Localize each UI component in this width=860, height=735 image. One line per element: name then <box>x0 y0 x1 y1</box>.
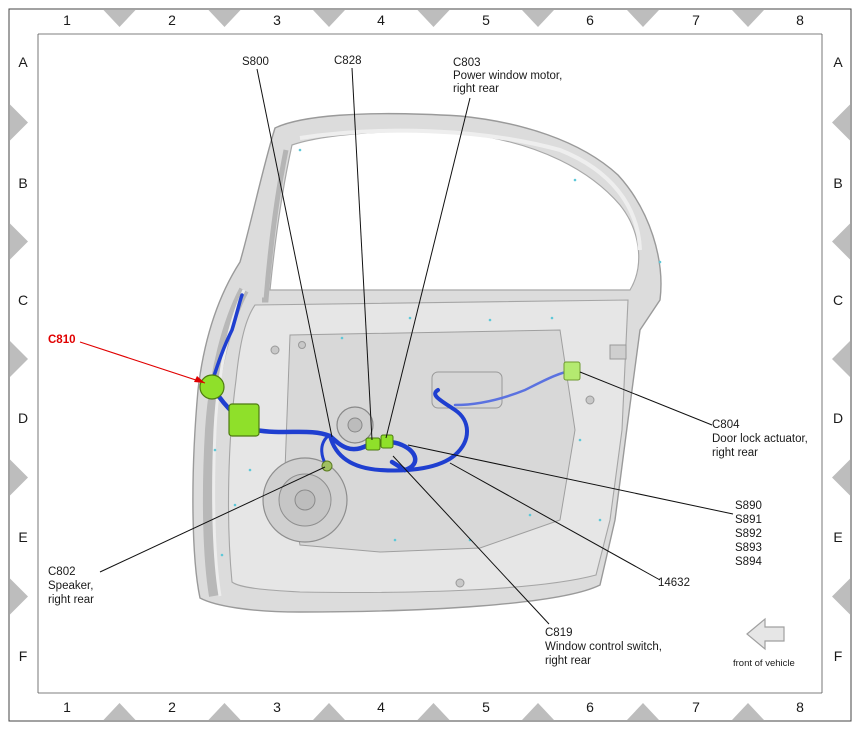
leader-c810-arrowhead <box>194 376 205 383</box>
grid-marker-left <box>10 578 28 615</box>
connector-c828 <box>365 437 381 451</box>
grid-marker-left <box>10 459 28 496</box>
left-arrow-icon <box>746 617 785 651</box>
grid-marker-bottom <box>208 703 241 720</box>
grid-row-label-left: B <box>18 175 27 191</box>
leader-c810 <box>79 341 206 384</box>
grid-col-label-top: 8 <box>796 12 804 28</box>
grid-marker-right <box>832 459 850 496</box>
grid-marker-bottom <box>522 703 554 720</box>
connectors <box>199 361 581 472</box>
grid-marker-top <box>103 10 136 27</box>
grid-col-label-bottom: 7 <box>692 699 700 715</box>
label-harness-14632: 14632 <box>658 577 690 589</box>
label-c804-desc: Door lock actuator, <box>712 433 808 445</box>
grid-row-label-left: A <box>18 54 28 70</box>
grid-marker-top <box>417 10 450 27</box>
connector-c803 <box>380 434 394 449</box>
grid-row-label-right: B <box>833 175 842 191</box>
grid-marker-top <box>627 10 659 27</box>
label-c802-loc: right rear <box>48 594 94 606</box>
label-s890: S890 <box>735 500 762 512</box>
label-s891: S891 <box>735 514 762 526</box>
connector-c802 <box>321 460 333 472</box>
grid-marker-right <box>832 223 850 260</box>
grid-col-label-top: 7 <box>692 12 700 28</box>
grid-col-label-top: 2 <box>168 12 176 28</box>
leader-lines <box>99 67 734 625</box>
label-c819-desc: Window control switch, <box>545 641 662 653</box>
grid-marker-top <box>313 10 345 27</box>
connector-c810 <box>199 374 225 400</box>
grid-row-label-right: A <box>833 54 843 70</box>
grid-row-label-right: F <box>834 648 843 664</box>
label-s892: S892 <box>735 528 762 540</box>
grid-col-label-bottom: 8 <box>796 699 804 715</box>
label-c804-id: C804 <box>712 419 740 431</box>
grid-marker-top <box>522 10 554 27</box>
label-c828: C828 <box>334 55 362 67</box>
grid-col-label-top: 5 <box>482 12 490 28</box>
connector-c804 <box>563 361 581 381</box>
grid-marker-left <box>10 104 28 141</box>
grid-row-label-right: D <box>833 410 843 426</box>
grid-col-label-bottom: 2 <box>168 699 176 715</box>
label-c819-loc: right rear <box>545 655 591 667</box>
grid-row-label-right: E <box>833 529 842 545</box>
grid-marker-bottom <box>103 703 136 720</box>
grid-marker-bottom <box>313 703 345 720</box>
grid-marker-left <box>10 341 28 377</box>
grid-marker-left <box>10 223 28 260</box>
grid-marker-bottom <box>627 703 659 720</box>
grid-row-label-left: E <box>18 529 27 545</box>
grid-marker-top <box>208 10 241 27</box>
connector-block <box>228 403 260 437</box>
grid-row-label-left: D <box>18 410 28 426</box>
grid-marker-right <box>832 104 850 141</box>
grid-col-label-bottom: 1 <box>63 699 71 715</box>
grid-col-label-top: 3 <box>273 12 281 28</box>
grid-marker-bottom <box>417 703 450 720</box>
label-c819-id: C819 <box>545 627 573 639</box>
grid-row-label-left: C <box>18 292 28 308</box>
door-panel <box>192 112 662 613</box>
grid-col-label-top: 1 <box>63 12 71 28</box>
grid-col-label-bottom: 6 <box>586 699 594 715</box>
grid-row-label-right: C <box>833 292 843 308</box>
label-c804-loc: right rear <box>712 447 758 459</box>
label-c810: C810 <box>48 334 76 346</box>
label-s894: S894 <box>735 556 762 568</box>
grid-marker-right <box>832 341 850 377</box>
grid-col-label-top: 4 <box>377 12 385 28</box>
grid-col-label-bottom: 5 <box>482 699 490 715</box>
label-c803-id: C803 <box>453 57 481 69</box>
grid-col-label-bottom: 4 <box>377 699 385 715</box>
grid-marker-right <box>832 578 850 615</box>
grid-col-label-top: 6 <box>586 12 594 28</box>
front-of-vehicle-label: front of vehicle <box>733 658 795 669</box>
label-c803-desc: Power window motor, <box>453 70 562 82</box>
label-c803-loc: right rear <box>453 83 499 95</box>
label-s893: S893 <box>735 542 762 554</box>
grid-markers <box>10 10 850 720</box>
label-c802-desc: Speaker, <box>48 580 93 592</box>
grid-marker-bottom <box>732 703 764 720</box>
label-c802-id: C802 <box>48 566 76 578</box>
label-s800: S800 <box>242 56 269 68</box>
grid-row-label-left: F <box>19 648 28 664</box>
grid-marker-top <box>732 10 764 27</box>
frame-border <box>8 8 852 722</box>
grid-col-label-bottom: 3 <box>273 699 281 715</box>
